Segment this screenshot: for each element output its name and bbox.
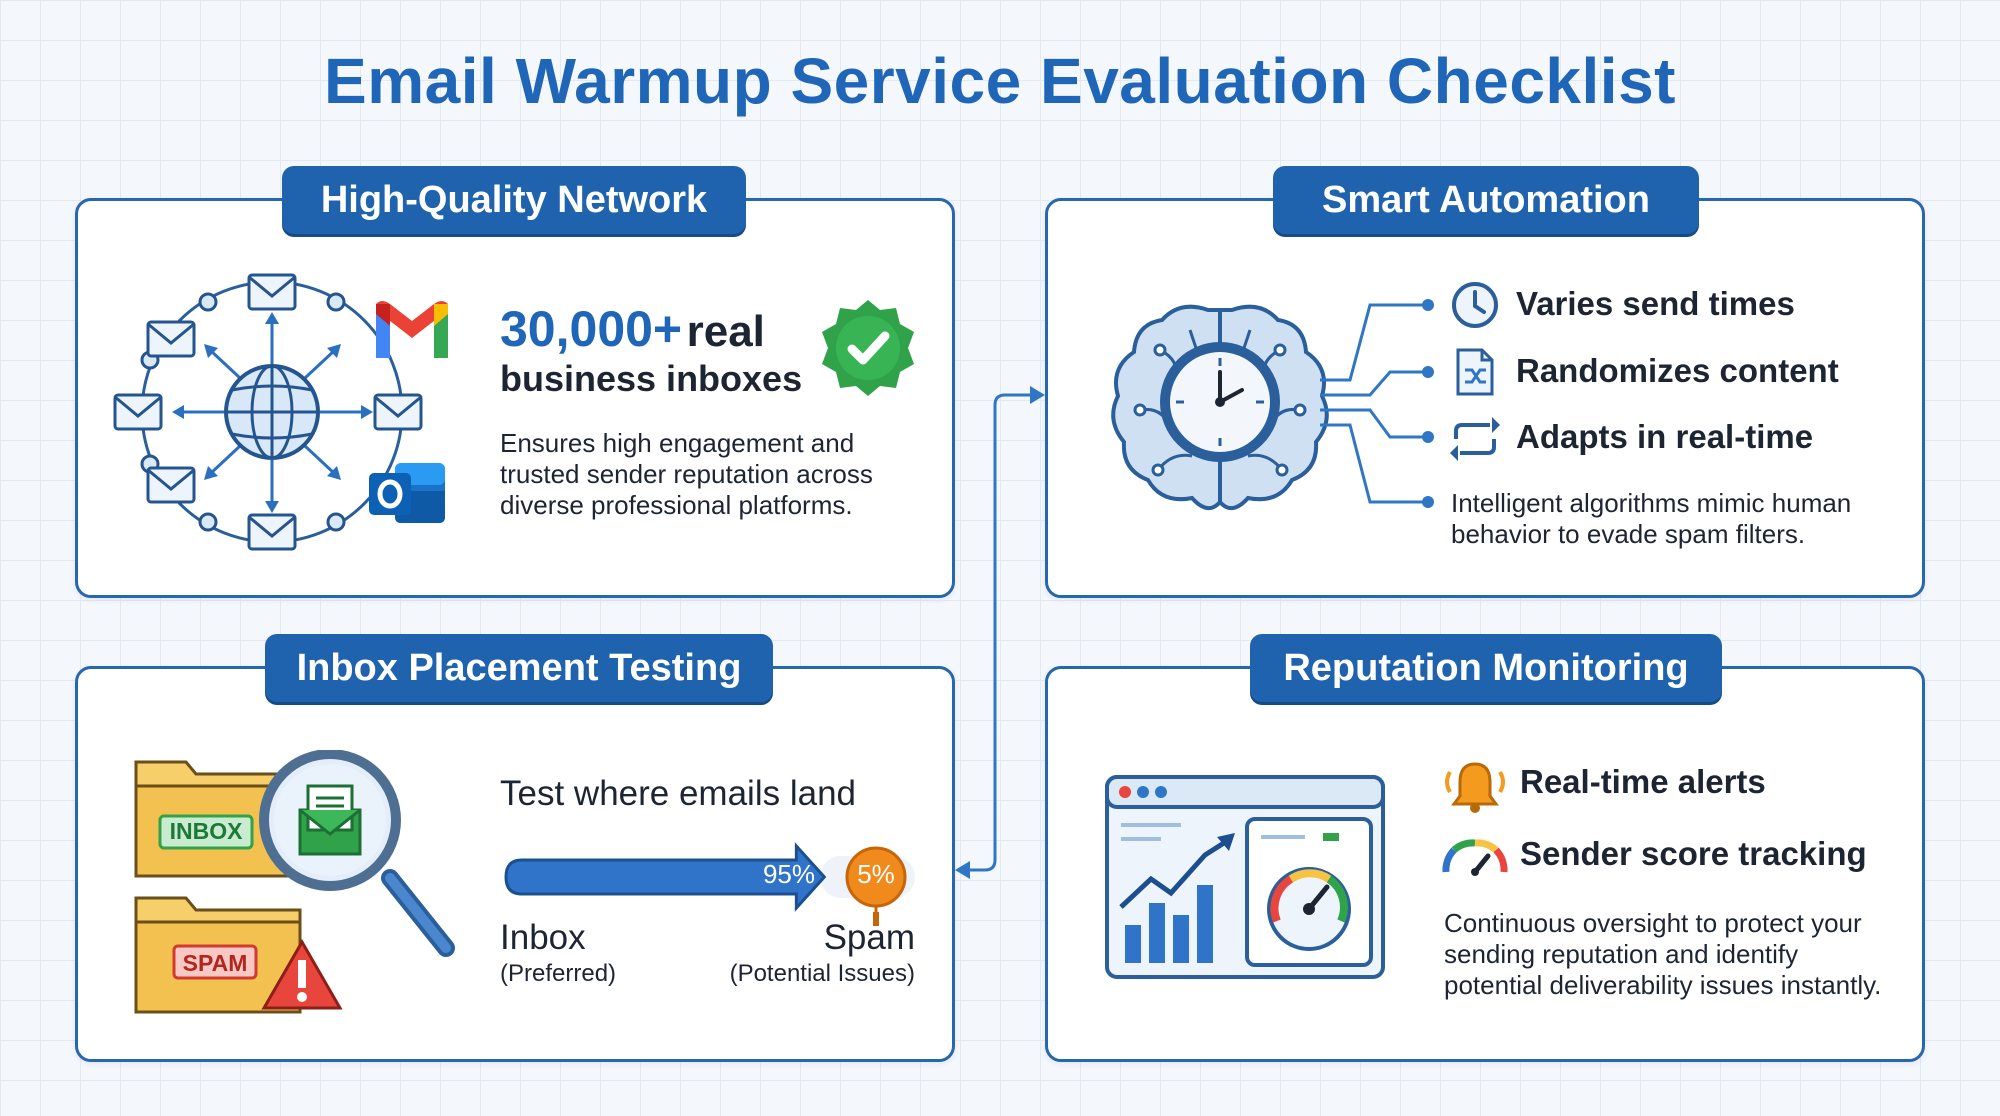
inbox-folder-label: INBOX	[169, 818, 243, 844]
clock-icon	[1452, 282, 1498, 328]
globe-icon	[224, 364, 320, 460]
envelope-icon	[113, 273, 423, 551]
automation-item-send-times: Varies send times	[1516, 285, 1795, 322]
inbox-count-label: business inboxes	[500, 358, 803, 399]
inbox-count: 30,000+ real	[500, 300, 765, 358]
inbox-label: Inbox	[500, 918, 586, 957]
network-description: Ensures high engagement and trusted send…	[500, 428, 873, 520]
spam-marker-stem	[873, 912, 879, 926]
outlook-logo	[369, 463, 445, 523]
spam-label: Spam	[823, 918, 915, 957]
spam-folder-icon	[134, 896, 302, 1014]
spam-sublabel: (Potential Issues)	[729, 960, 915, 987]
automation-description: Intelligent algorithms mimic human behav…	[1451, 488, 1852, 549]
refresh-arrows-icon	[1450, 417, 1500, 461]
placement-bar-graphic	[504, 842, 915, 912]
inbox-share-bar	[504, 842, 827, 912]
reputation-description: Continuous oversight to protect your sen…	[1444, 908, 1882, 1000]
reputation-tab: Reputation Monitoring	[1250, 634, 1722, 702]
folders-magnifier-illustration	[134, 750, 455, 1014]
placement-heading: Test where emails land	[500, 774, 856, 813]
warning-icon	[261, 938, 343, 1010]
gauge-icon	[1442, 839, 1508, 876]
magnifier-icon	[259, 750, 455, 957]
inbox-count-value: 30,000+	[500, 301, 683, 357]
reputation-item-score: Sender score tracking	[1520, 835, 1867, 872]
clock-face	[1160, 342, 1280, 462]
alarm-bell-icon	[1445, 762, 1505, 813]
gmail-logo	[376, 301, 448, 358]
dashboard-illustration	[1105, 775, 1385, 979]
placement-bar: 95% 5%	[500, 842, 915, 912]
automation-item-randomizes: Randomizes content	[1516, 352, 1839, 389]
placement-tab: Inbox Placement Testing	[265, 634, 773, 702]
inbox-percent: 95%	[762, 859, 815, 889]
network-tab: High-Quality Network	[282, 166, 746, 234]
brain-clock-icon	[1111, 299, 1434, 510]
page-title: Email Warmup Service Evaluation Checklis…	[324, 45, 1676, 117]
spam-percent: 5%	[857, 859, 895, 889]
inbox-sublabel: (Preferred)	[500, 960, 617, 987]
shuffle-document-icon	[1456, 348, 1494, 396]
network-diagram	[113, 273, 423, 551]
spam-folder-label: SPAM	[182, 950, 248, 976]
reputation-item-alerts: Real-time alerts	[1520, 763, 1766, 800]
inbox-count-suffix: real	[686, 307, 765, 356]
automation-item-adapts: Adapts in real-time	[1516, 418, 1814, 455]
verified-badge-icon	[822, 300, 914, 396]
automation-tab: Smart Automation	[1273, 166, 1699, 234]
